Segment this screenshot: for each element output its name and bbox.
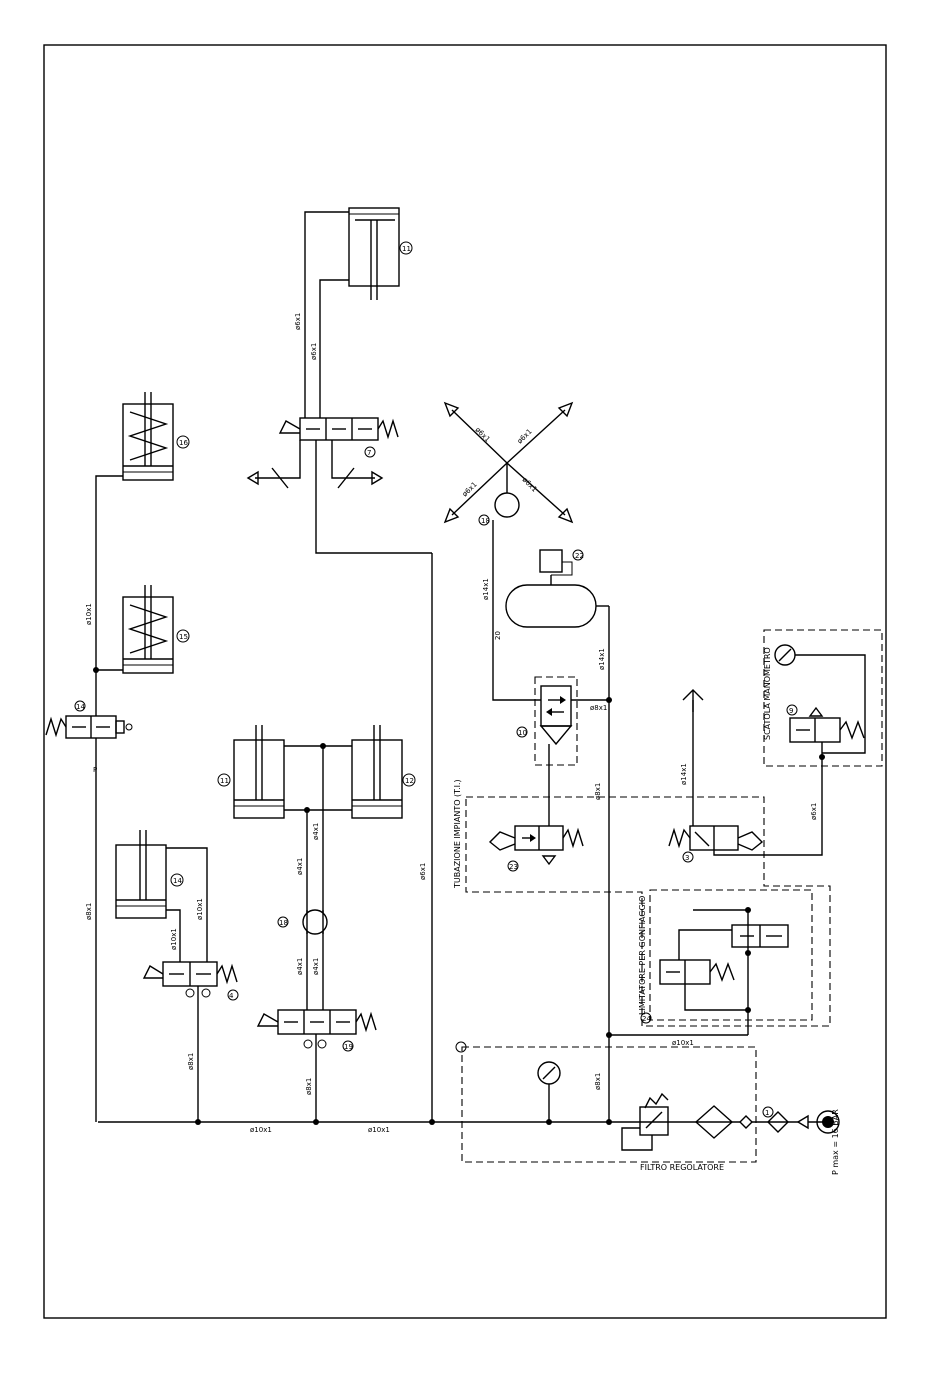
drawing-frame bbox=[43, 44, 887, 1319]
inflation-limiter-group: LIMITATORE PER GONFIAGGIO 24 bbox=[638, 889, 813, 1035]
spring-cylinder-16 bbox=[122, 403, 174, 481]
svg-text:16: 16 bbox=[179, 439, 188, 447]
svg-text:ø6x1: ø6x1 bbox=[521, 476, 539, 494]
pressure-note: P max = 16 BAR bbox=[831, 1109, 840, 1175]
exhaust-arrow-icon bbox=[557, 507, 574, 524]
svg-text:ø6x1: ø6x1 bbox=[461, 480, 479, 498]
svg-text:20: 20 bbox=[494, 631, 502, 640]
group-label-filter-regulator: FILTRO REGOLATORE bbox=[640, 1163, 724, 1172]
tank-valve-block bbox=[534, 676, 578, 766]
svg-text:22: 22 bbox=[575, 552, 584, 560]
svg-text:7: 7 bbox=[367, 449, 371, 457]
inlet-arrow-icon bbox=[796, 1114, 809, 1130]
main-supply-line: ø10x1 ø10x1 bbox=[98, 1119, 740, 1134]
tube-label: ø4x1 bbox=[312, 958, 320, 975]
spring-cylinder-15 bbox=[122, 596, 174, 674]
svg-text:11: 11 bbox=[220, 777, 229, 785]
tube-label: ø8x1 bbox=[594, 783, 602, 800]
svg-text:3: 3 bbox=[685, 854, 689, 862]
svg-text:24: 24 bbox=[642, 1015, 651, 1023]
tube-label: ø8x1 bbox=[187, 1053, 195, 1070]
rotary-joint-icon bbox=[494, 492, 520, 518]
svg-text:14: 14 bbox=[76, 703, 85, 711]
cylinder-left bbox=[233, 739, 285, 819]
cylinder-11 bbox=[348, 207, 400, 287]
tube-label: ø6x1 bbox=[310, 343, 318, 360]
svg-text:18: 18 bbox=[481, 517, 490, 525]
left-tower-section: 16 15 ø10x1 14 ø8x1 P bbox=[45, 392, 190, 1122]
filter-regulator-group: FILTRO REGOLATORE 1 bbox=[455, 1041, 774, 1172]
tube-label: ø10x1 bbox=[672, 1039, 694, 1047]
regulator-valve-icon bbox=[639, 1106, 669, 1136]
exhaust-arrow-icon bbox=[371, 470, 384, 486]
tube-label: ø10x1 bbox=[85, 603, 93, 625]
tube-label: ø6x1 bbox=[294, 313, 302, 330]
tube-label: ø10x1 bbox=[368, 1126, 390, 1134]
svg-text:P: P bbox=[93, 766, 97, 774]
gauge-box-group: SCATOLA MANOMETRO 9 bbox=[763, 629, 883, 767]
left-cylinder-section: 14 ø10x1 ø10x1 4 ø8x1 bbox=[115, 830, 239, 1122]
tube-label: ø14x1 bbox=[680, 763, 688, 785]
svg-text:4: 4 bbox=[229, 992, 234, 1000]
group-label-gauge-box: SCATOLA MANOMETRO bbox=[763, 647, 772, 740]
tube-label: ø8x1 bbox=[594, 1073, 602, 1090]
svg-text:9: 9 bbox=[789, 707, 793, 715]
exhaust-arrow-icon bbox=[557, 401, 574, 418]
exhaust-arrow-icon bbox=[246, 470, 259, 486]
check-valve-icon bbox=[767, 1111, 789, 1133]
svg-text:11: 11 bbox=[402, 245, 411, 253]
tube-label: ø6x1 bbox=[419, 863, 427, 880]
tube-label: ø6x1 bbox=[810, 803, 818, 820]
safety-valve-icon bbox=[539, 549, 563, 573]
svg-text:1: 1 bbox=[765, 1109, 769, 1117]
air-tank-section: 20 22 ø14x1 10 ø8x1 ø14x1 18 bbox=[478, 492, 610, 812]
twin-cylinder-section: 11 12 ø4x1 ø4x1 ø4x1 ø4x1 18 bbox=[217, 725, 416, 1122]
wheel-distributor: ø6x1 ø6x1 ø6x1 ø6x1 bbox=[443, 401, 574, 524]
top-cylinder-section: 11 ø6x1 ø6x1 7 bbox=[246, 207, 413, 489]
svg-text:ø6x1: ø6x1 bbox=[474, 426, 492, 444]
tube-label: ø10x1 bbox=[196, 898, 204, 920]
cylinder-right bbox=[351, 739, 403, 819]
svg-text:10: 10 bbox=[518, 729, 527, 737]
cylinder-14 bbox=[115, 844, 167, 919]
compressor-inlet: P max = 16 BAR bbox=[752, 1109, 840, 1175]
tube-label: ø10x1 bbox=[170, 928, 178, 950]
svg-text:14: 14 bbox=[173, 877, 182, 885]
tube-label: ø8x1 bbox=[85, 903, 93, 920]
group-label-tire-inflation: TUBAZIONE IMPIANTO (T.I.) bbox=[453, 779, 462, 889]
svg-text:12: 12 bbox=[405, 777, 414, 785]
exhaust-arrow-icon bbox=[443, 507, 460, 524]
exhaust-arrow-icon bbox=[443, 401, 460, 418]
tube-label: ø14x1 bbox=[482, 578, 490, 600]
svg-text:ø6x1: ø6x1 bbox=[516, 427, 534, 445]
tube-label: ø8x1 bbox=[590, 704, 607, 712]
centre-branch: ø6x1 bbox=[315, 440, 433, 1122]
tire-inflation-group: TUBAZIONE IMPIANTO (T.I.) 23 3 ø14x1 ø6x… bbox=[453, 689, 831, 1027]
tube-label: ø4x1 bbox=[296, 958, 304, 975]
svg-text:15: 15 bbox=[179, 633, 188, 641]
air-tank-icon bbox=[505, 584, 597, 628]
svg-text:23: 23 bbox=[509, 863, 518, 871]
tube-label: ø14x1 bbox=[598, 648, 606, 670]
tube-label: ø4x1 bbox=[296, 858, 304, 875]
filter-icon bbox=[694, 1105, 734, 1139]
tube-label: ø8x1 bbox=[305, 1078, 313, 1095]
tube-label: ø10x1 bbox=[250, 1126, 272, 1134]
svg-text:19: 19 bbox=[344, 1043, 353, 1051]
air-source-icon bbox=[816, 1110, 840, 1134]
svg-text:18: 18 bbox=[279, 919, 288, 927]
rotary-joint-18 bbox=[302, 909, 328, 935]
tube-label: ø4x1 bbox=[312, 823, 320, 840]
group-label-inflation-limiter: LIMITATORE PER GONFIAGGIO bbox=[638, 896, 647, 1015]
